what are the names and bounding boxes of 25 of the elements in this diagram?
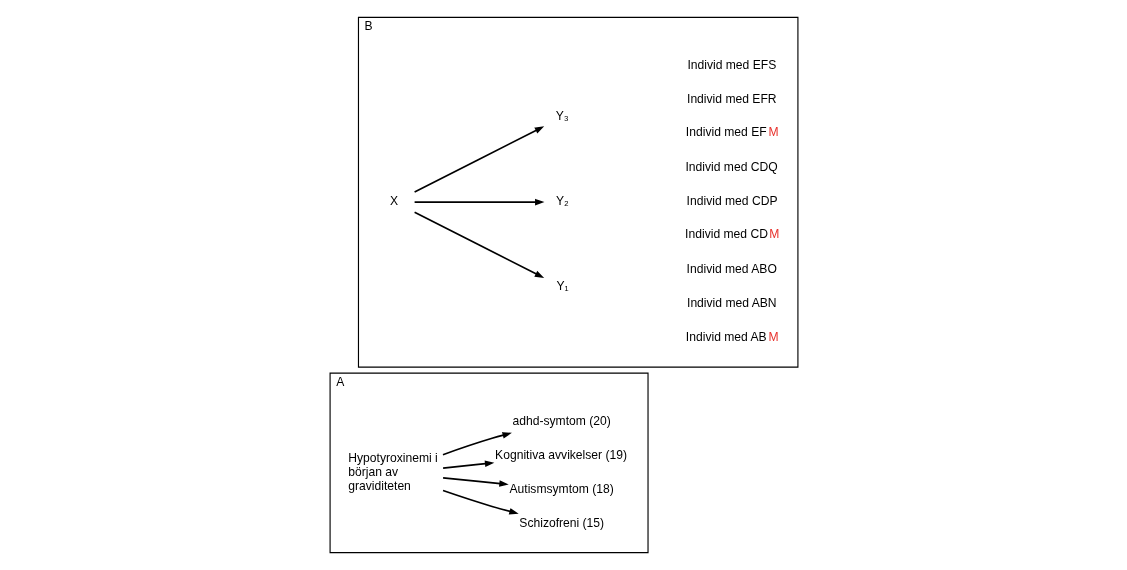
- node-text: Individ med ABO: [686, 262, 777, 277]
- node-text: Individ med ABN: [686, 296, 777, 311]
- node-text: Y₃: [555, 109, 569, 124]
- node-text: X: [389, 193, 398, 208]
- node-text: Individ med CDM: [684, 227, 779, 242]
- arrow: [441, 477, 509, 487]
- node-text: Schizofreni (15): [518, 515, 604, 530]
- node-text: Individ med EFR: [686, 91, 777, 106]
- node-text: Individ med CDQ: [685, 159, 778, 174]
- arrow: [441, 489, 519, 515]
- node-text: Y₂: [555, 193, 569, 208]
- arrow: [441, 460, 494, 469]
- node-text: Y₁: [555, 278, 569, 293]
- node-text: Hypotyroxinemi i början av graviditeten: [347, 451, 438, 493]
- node-text: adhd-symtom (20): [512, 413, 611, 428]
- node-text: Individ med EFS: [686, 57, 776, 72]
- node-text: Kognitiva avvikelser (19): [494, 447, 627, 462]
- arrow: [413, 211, 544, 278]
- node-text: Autismsymtom (18): [509, 481, 614, 496]
- node-text: Individ med ABM: [685, 329, 778, 344]
- node-text: Individ med CDP: [686, 193, 777, 208]
- arrow: [413, 126, 544, 193]
- arrow: [413, 198, 544, 206]
- node-text: Individ med EFM: [685, 125, 778, 140]
- arrow: [441, 432, 512, 456]
